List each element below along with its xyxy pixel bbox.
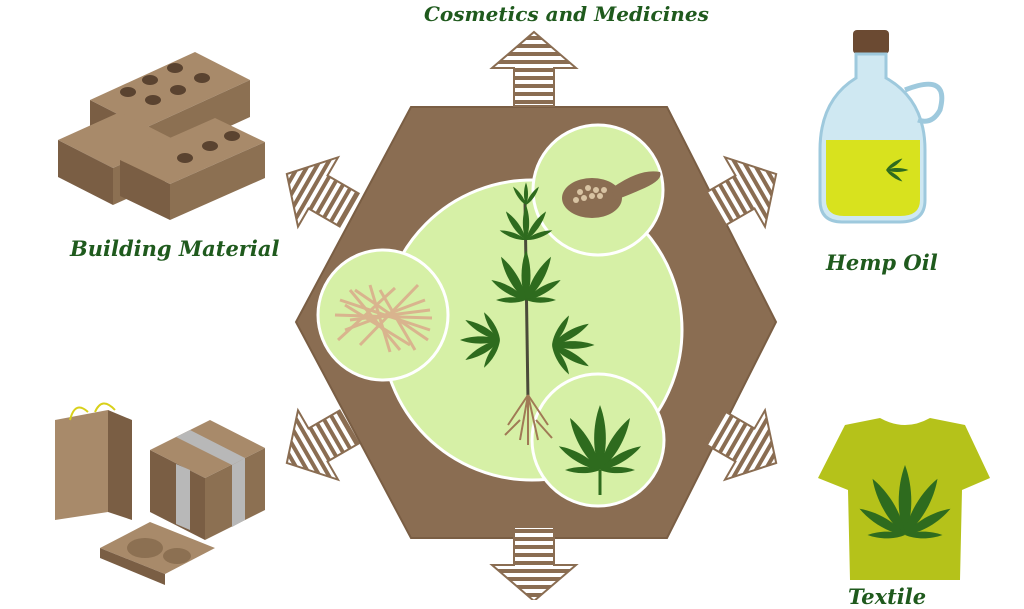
hemp-fiber-icon xyxy=(334,283,433,353)
arrow-down xyxy=(489,526,579,600)
arrow-lower-right xyxy=(702,407,778,482)
hemp-oil-bottle-icon xyxy=(818,30,945,224)
arrow-up xyxy=(489,30,579,107)
label-cosmetics-medicines: Cosmetics and Medicines xyxy=(424,2,709,26)
hemp-leaf-icon xyxy=(556,405,644,495)
arrow-upper-right xyxy=(702,155,778,230)
hemp-tshirt-icon xyxy=(818,418,990,580)
cannabis-plant-icon xyxy=(460,182,595,401)
packaging-icon xyxy=(55,402,265,585)
arrow-lower-left xyxy=(285,407,361,482)
label-building-material: Building Material xyxy=(70,236,280,261)
roots-icon xyxy=(504,394,553,445)
bricks-icon xyxy=(58,52,265,220)
label-hemp-oil: Hemp Oil xyxy=(826,250,938,275)
arrow-upper-left xyxy=(285,155,361,230)
seed-spoon-icon xyxy=(562,171,661,218)
